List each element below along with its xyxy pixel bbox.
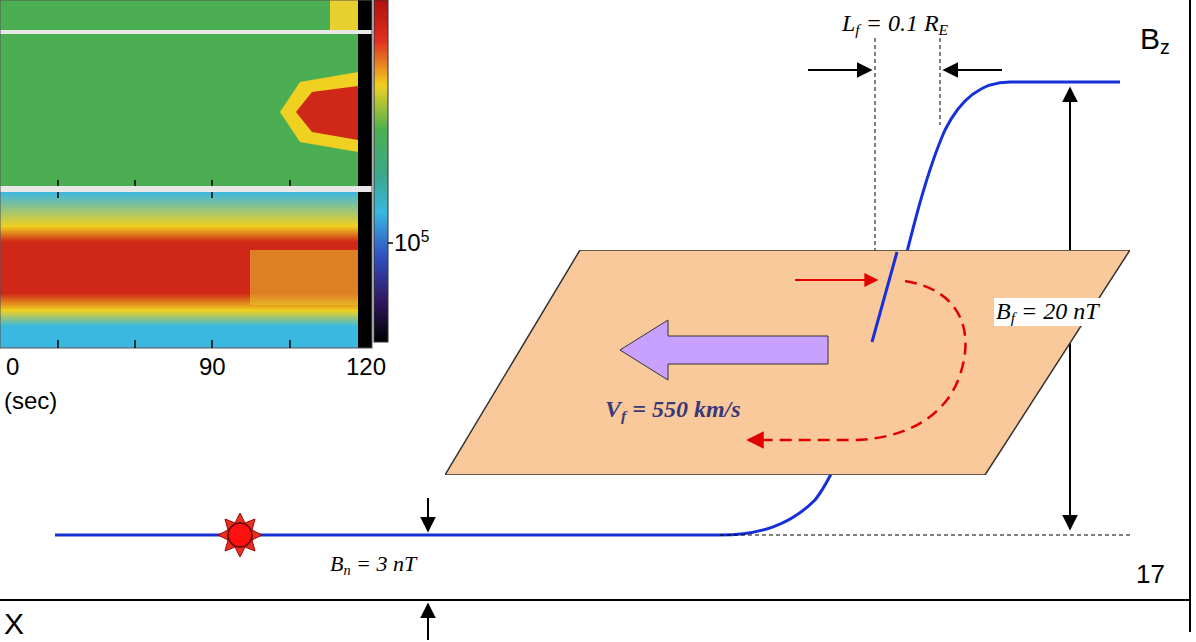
bz-profile-front <box>872 252 897 342</box>
velocity-label: Vf = 550 km/s <box>605 396 741 424</box>
dimension-label: Bn = 3 nT <box>330 552 416 578</box>
dimension-label: Lf = 0.1 RE <box>842 10 948 38</box>
axis-title: (sec) <box>4 388 57 414</box>
spectrogram <box>0 0 393 348</box>
dim-arrow <box>1069 335 1071 529</box>
dim-arrow <box>808 69 871 71</box>
tick-label: 90 <box>199 354 226 380</box>
tick-label: 120 <box>346 354 386 380</box>
front-motion-arrow <box>620 320 828 380</box>
dim-arrow <box>427 498 429 531</box>
bz-axis <box>1189 0 1191 632</box>
colorbar-tick: 105 <box>394 228 429 257</box>
slide-number: 17 <box>1136 560 1165 589</box>
tick-label: 0 <box>6 354 19 380</box>
dim-arrow <box>944 69 1002 71</box>
spacecraft-star <box>218 513 262 557</box>
axis-label: Bz <box>1140 22 1170 58</box>
plane-outline <box>445 250 1130 475</box>
ion-path <box>795 279 877 281</box>
current-sheet-plane: Vf = 550 km/s <box>445 250 1130 475</box>
x-axis <box>0 599 1190 601</box>
dimension-label: Bf = 20 nT <box>994 298 1101 326</box>
axis-label: X <box>4 607 24 640</box>
ion-path <box>748 281 965 440</box>
dim-arrow <box>427 604 429 640</box>
